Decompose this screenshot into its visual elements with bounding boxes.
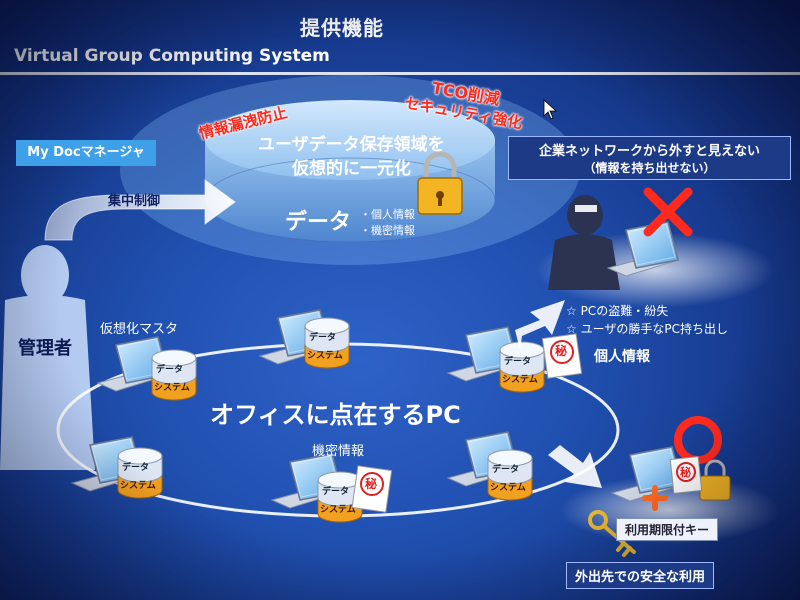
confidential-info-label: 機密情報: [312, 444, 365, 459]
network-box-line1: 企業ネットワークから外すと見えない: [538, 144, 760, 159]
limited-key-label: 利用期限付キー: [616, 518, 719, 541]
bullet-theft: ☆ PCの盗難・紛失: [566, 304, 669, 318]
db-bottom-label: システム: [154, 383, 190, 393]
network-box-line2: （情報を持ち出せない）: [583, 161, 716, 175]
personal-info-label: 個人情報: [594, 349, 650, 365]
db-bottom-label: システム: [490, 483, 526, 493]
safe-use-box: 外出先での安全な利用: [566, 562, 715, 589]
central-control-label: 集中制御: [108, 194, 161, 209]
db-top-label: データ: [504, 357, 532, 367]
db-bottom-label: システム: [320, 505, 356, 515]
db-top-label: データ: [322, 487, 350, 497]
db-bottom-label: システム: [502, 375, 538, 385]
db-top-label: データ: [156, 365, 184, 375]
circle-ok-icon: [674, 416, 722, 464]
db-top-label: データ: [492, 465, 520, 475]
secret-mark: 秘: [365, 477, 378, 491]
administrator-label: 管理者: [18, 338, 72, 359]
db-bottom-label: システム: [307, 351, 343, 361]
secret-mark: 秘: [680, 466, 691, 479]
disk-text-line2: 仮想的に一元化: [292, 159, 411, 179]
db-top-label: データ: [122, 463, 150, 473]
network-info-box: 企業ネットワークから外すと見えない （情報を持ち出せない）: [508, 136, 791, 180]
disk-text-line1: ユーザデータ保存領域を: [258, 135, 445, 155]
padlock-small-icon: [699, 459, 731, 501]
data-label: データ: [285, 210, 352, 235]
office-pcs-label: オフィスに点在するPC: [210, 401, 461, 429]
mydoc-manager-label: My Docマネージャ: [16, 140, 156, 166]
bullet-carryout: ☆ ユーザの勝手なPC持ち出し: [566, 322, 728, 336]
db-top-label: データ: [309, 333, 337, 343]
db-bottom-label: システム: [120, 481, 156, 491]
secret-mark: 秘: [555, 344, 568, 358]
data-item-personal: ・個人情報: [360, 208, 415, 221]
data-item-confidential: ・機密情報: [360, 224, 415, 237]
virtual-master-label: 仮想化マスタ: [100, 322, 179, 337]
